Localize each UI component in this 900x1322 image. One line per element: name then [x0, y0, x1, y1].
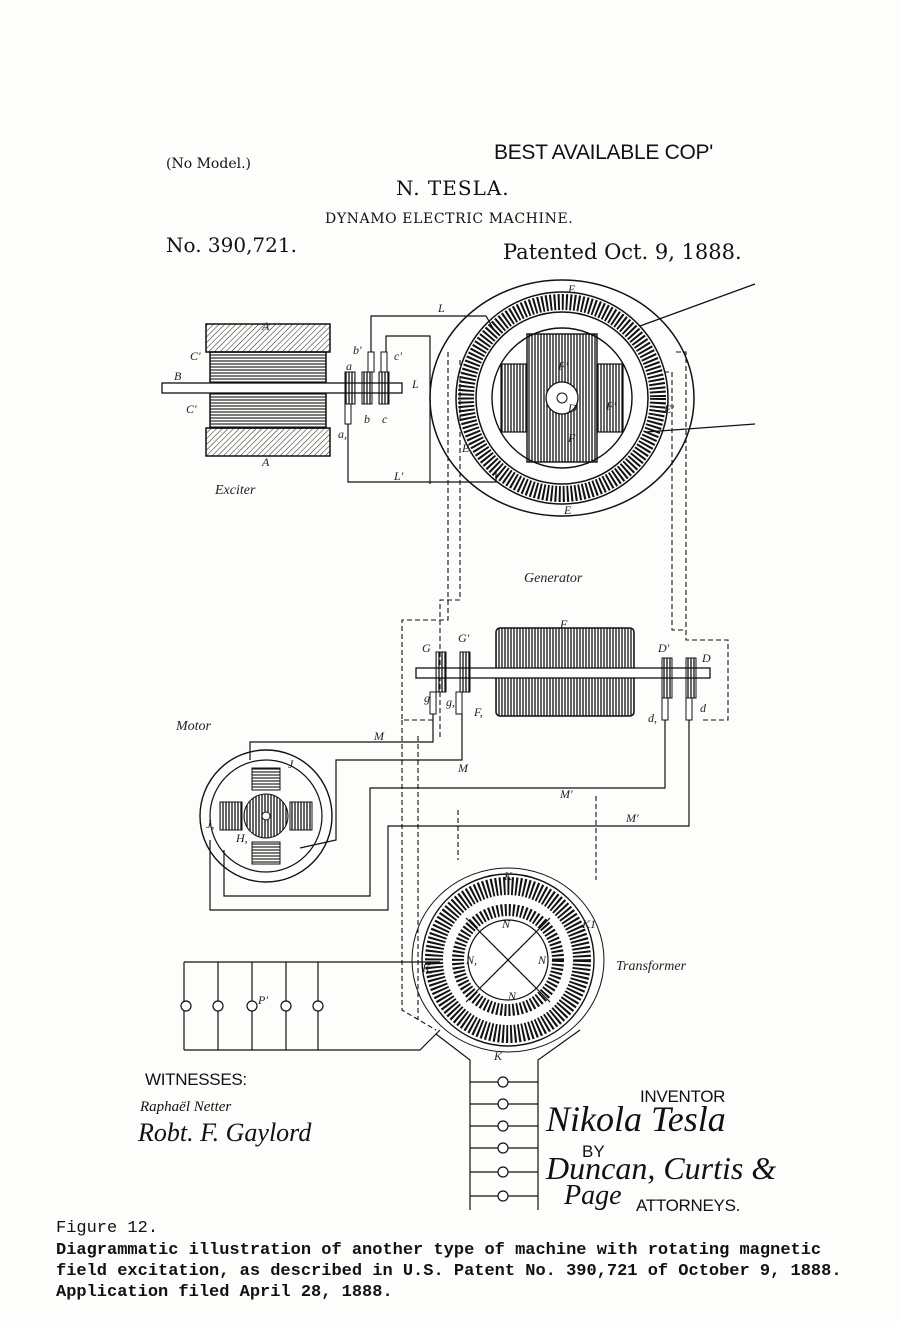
label-M4: M': [625, 811, 639, 825]
inventor-label: INVENTOR: [640, 1087, 726, 1106]
inventor-signature: Nikola Tesla: [546, 1099, 726, 1139]
label-M-1: M: [373, 729, 385, 743]
exciter-shaft: [161, 382, 403, 394]
label-F-gen-right: F': [605, 399, 616, 413]
label-N-left: N,: [465, 953, 477, 967]
label-g1: g,: [446, 695, 455, 709]
label-a: a: [346, 359, 352, 373]
label-D-right: D: [701, 651, 711, 665]
exciter-field-bottom: [205, 427, 331, 457]
label-M3: M': [559, 787, 573, 801]
transformer-machine: [411, 867, 605, 1053]
patent-number: No. 390,721.: [166, 233, 297, 257]
label-F-shaft: F: [559, 617, 568, 631]
label-N-top: N: [501, 917, 511, 931]
label-L-mid: L: [411, 377, 419, 391]
shaft-machine: [415, 627, 711, 721]
label-a1: a,: [338, 427, 347, 441]
exciter-label: Exciter: [214, 483, 256, 498]
label-D1: D': [657, 641, 670, 655]
label-A-top: A: [261, 319, 270, 333]
label-F-sub: F,: [473, 705, 483, 719]
label-P1: P': [257, 993, 268, 1007]
label-c: c: [382, 412, 388, 426]
attorney-signature-line-2: Page: [564, 1180, 622, 1211]
patent-date: Patented Oct. 9, 1888.: [503, 240, 742, 264]
patent-title: DYNAMO ELECTRIC MACHINE.: [325, 211, 574, 227]
label-A-bottom: A: [261, 455, 270, 469]
generator-machine: [429, 279, 756, 517]
witness-signature-2: Robt. F. Gaylord: [138, 1118, 312, 1147]
label-E-top: E: [567, 282, 576, 296]
exciter-ring-c: [378, 371, 390, 405]
motor-machine: [199, 749, 333, 883]
label-K-left: K,: [421, 961, 433, 975]
label-N-right: N': [537, 953, 549, 967]
exciter-ring-b: [361, 371, 373, 405]
label-d1: d,: [648, 711, 657, 725]
label-B: B: [174, 369, 182, 383]
motor-wires-M: [209, 714, 690, 911]
patent-inventor: N. TESLA.: [396, 176, 510, 200]
label-D-gen: D: [567, 401, 577, 415]
label-d: d: [700, 701, 707, 715]
label-F-gen-left: F': [557, 359, 568, 373]
exciter-machine: [161, 323, 403, 457]
by-label: BY: [582, 1142, 605, 1161]
label-J1: J,: [206, 817, 214, 831]
label-K-bottom: K: [493, 1049, 503, 1063]
label-J: J: [288, 757, 294, 771]
exciter-ring-a: [344, 371, 356, 405]
label-F-gen-bottom: F: [567, 431, 576, 445]
figure-caption: Diagrammatic illustration of another typ…: [56, 1241, 842, 1302]
label-c1: c': [394, 349, 402, 363]
label-E-right: E': [663, 402, 674, 416]
lamp-circuit-left: [180, 961, 441, 1051]
attorney-signature-line-1: Duncan, Curtis &: [546, 1150, 777, 1186]
label-C-mid: C': [186, 402, 197, 416]
attorneys-label: ATTORNEYS.: [636, 1196, 741, 1215]
label-K-right: K1: [581, 917, 596, 931]
transformer-label: Transformer: [616, 959, 687, 974]
witnesses-label: WITNESSES:: [145, 1070, 247, 1089]
label-H: H,: [235, 831, 248, 845]
label-L-bottom: L': [393, 469, 404, 483]
label-K-top: K: [503, 869, 513, 883]
best-available-copy-stamp: BEST AVAILABLE COP': [494, 141, 713, 164]
label-L-top: L: [437, 301, 445, 315]
label-E-left: E,: [461, 441, 472, 455]
dashed-wires: [401, 351, 729, 1031]
label-M-2: M: [457, 761, 469, 775]
label-N-bottom: N: [507, 989, 517, 1003]
label-G1: G': [458, 631, 470, 645]
label-g: g: [424, 691, 430, 705]
generator-label: Generator: [524, 571, 583, 586]
label-E-bottom: E: [563, 503, 572, 517]
motor-label: Motor: [175, 719, 212, 734]
no-model-label: (No Model.): [166, 156, 251, 172]
label-b1: b': [353, 343, 362, 357]
label-C-top: C': [190, 349, 201, 363]
label-G-left: G: [422, 641, 431, 655]
figure-label: Figure 12.: [56, 1219, 159, 1238]
witness-signature-1: Raphaël Netter: [140, 1099, 232, 1115]
label-b: b: [364, 412, 370, 426]
lamp-circuit-bottom: [435, 1029, 581, 1210]
